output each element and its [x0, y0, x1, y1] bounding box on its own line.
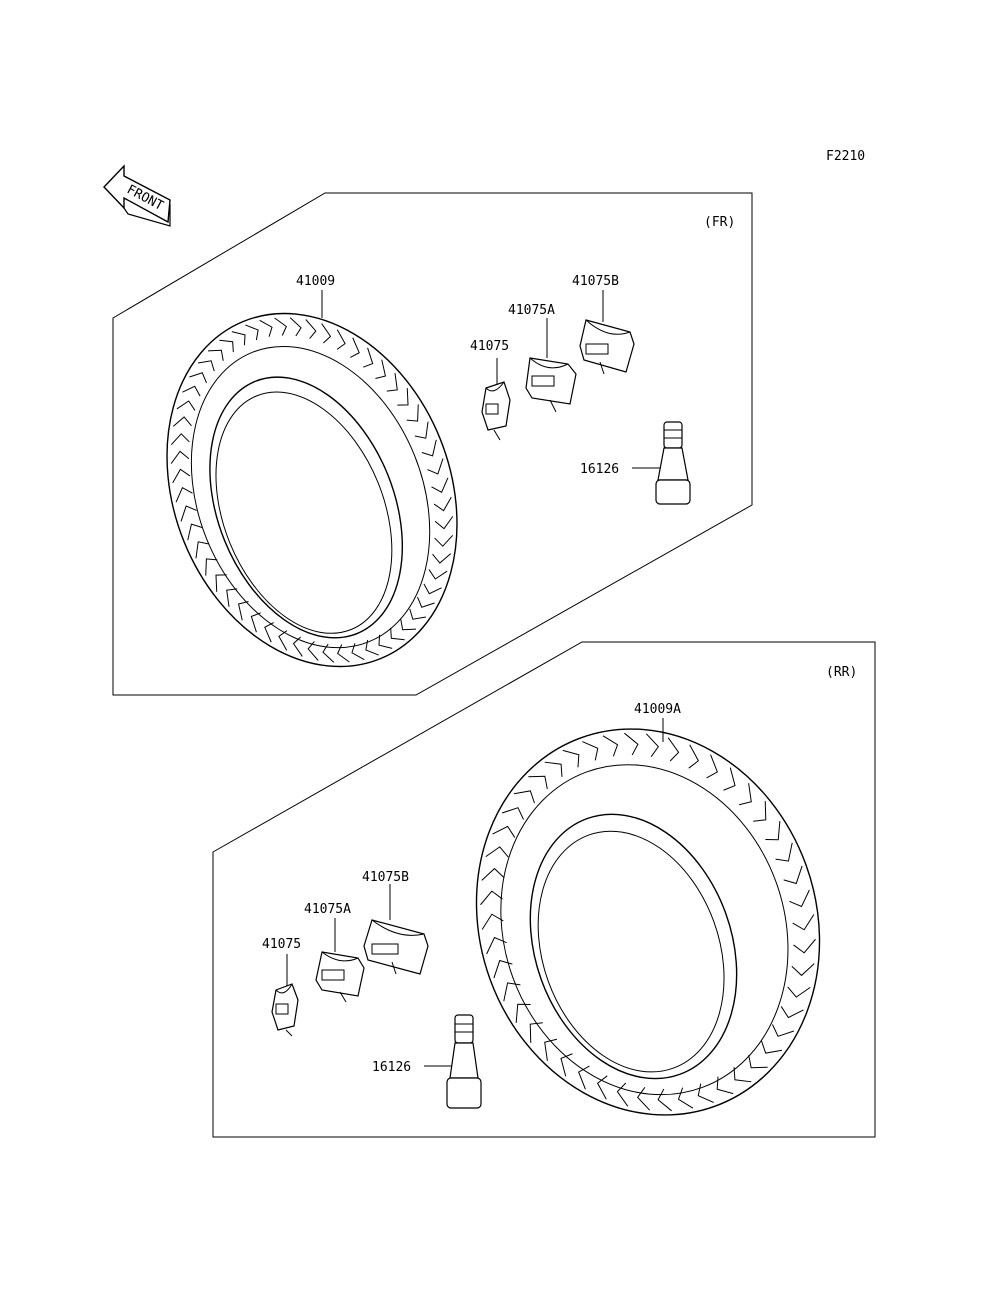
front-valve: [655, 421, 691, 505]
rear-weight-a-label: 41075A: [304, 902, 351, 917]
front-tire: [166, 312, 458, 668]
front-weight-b: [579, 319, 635, 375]
rear-weight-b-label: 41075B: [362, 870, 409, 885]
front-weight-clip: [481, 381, 511, 441]
rear-valve-label: 16126: [372, 1060, 411, 1075]
front-weight-a-label: 41075A: [508, 303, 555, 318]
rear-section: (RR) 41009A 41075 41075A: [212, 641, 876, 1138]
front-weight-a: [525, 357, 577, 413]
rear-tire-label: 41009A: [634, 702, 681, 717]
front-weight-label: 41075: [470, 339, 509, 354]
rear-weight-clip: [271, 983, 299, 1037]
figure-code: F2210: [826, 149, 865, 164]
front-section: (FR) 41009 41075 41075A: [112, 192, 753, 696]
front-valve-label: 16126: [580, 462, 619, 477]
front-section-frame: [112, 192, 753, 696]
rear-weight-label: 41075: [262, 937, 301, 952]
front-weight-b-label: 41075B: [572, 274, 619, 289]
rear-weight-b: [363, 919, 429, 975]
rear-valve: [446, 1014, 482, 1109]
rear-tire: [475, 728, 821, 1116]
rear-section-tag: (RR): [826, 665, 857, 680]
rear-weight-a: [315, 951, 365, 1003]
front-section-tag: (FR): [704, 215, 735, 230]
front-arrow-icon: FRONT: [103, 164, 171, 227]
front-tire-label: 41009: [296, 274, 335, 289]
rear-section-frame: [212, 641, 876, 1138]
